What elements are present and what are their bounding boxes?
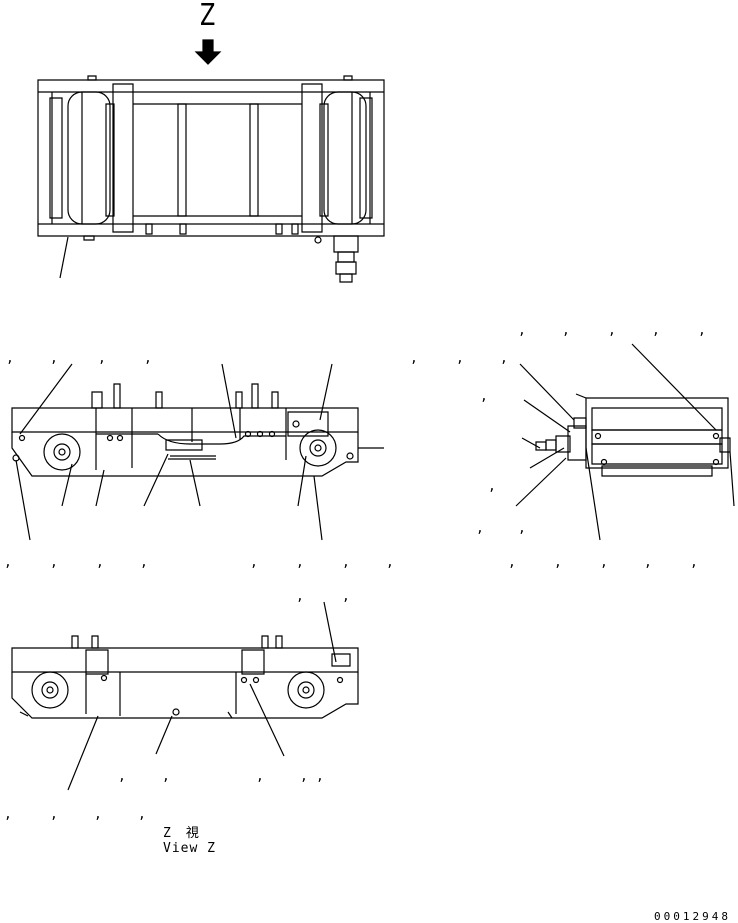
callout-separator: , xyxy=(50,555,58,570)
top-view-assembly xyxy=(38,76,384,282)
callout-separator: , xyxy=(500,351,508,366)
callout-separator: , xyxy=(342,589,350,604)
view-caption-en: View Z xyxy=(163,841,216,856)
callout-separator: , xyxy=(256,769,264,784)
callout-separator: , xyxy=(386,555,394,570)
callout-separator: , xyxy=(518,323,526,338)
callout-separator: , xyxy=(562,323,570,338)
callout-separator: , xyxy=(652,323,660,338)
callout-separator: , xyxy=(554,555,562,570)
callout-separator: , xyxy=(162,769,170,784)
callout-separator: , xyxy=(6,351,14,366)
callout-separator: , xyxy=(480,389,488,404)
callout-separator: , xyxy=(608,323,616,338)
callout-separator: , xyxy=(488,479,496,494)
callout-separator: , xyxy=(94,807,102,822)
callout-separator: , xyxy=(316,769,324,784)
callout-separator: , xyxy=(50,807,58,822)
callout-separator: , xyxy=(144,351,152,366)
callout-separator: , xyxy=(296,555,304,570)
view-z-assembly xyxy=(12,602,358,790)
view-direction-arrow xyxy=(196,40,220,64)
callout-separator: , xyxy=(250,555,258,570)
callout-separator: , xyxy=(644,555,652,570)
callout-separator: , xyxy=(118,769,126,784)
callout-separator: , xyxy=(296,589,304,604)
callout-separator: , xyxy=(138,807,146,822)
callout-separator: , xyxy=(342,555,350,570)
callout-separator: , xyxy=(4,807,12,822)
view-caption: Z 視 View Z xyxy=(163,826,216,856)
callout-separator: , xyxy=(698,323,706,338)
side-view-assembly xyxy=(516,344,734,540)
front-view-assembly xyxy=(12,364,384,540)
callout-separator: , xyxy=(476,521,484,536)
callout-separator: , xyxy=(508,555,516,570)
callout-separator: , xyxy=(96,555,104,570)
document-number: 00012948 xyxy=(654,910,731,923)
callout-separator: , xyxy=(600,555,608,570)
callout-separator: , xyxy=(518,521,526,536)
view-caption-jp: Z 視 xyxy=(163,826,200,841)
view-direction-letter: Z xyxy=(200,0,216,33)
callout-separator: , xyxy=(690,555,698,570)
callout-separator: , xyxy=(300,769,308,784)
callout-separator: , xyxy=(140,555,148,570)
callout-separator: , xyxy=(4,555,12,570)
callout-separator: , xyxy=(456,351,464,366)
callout-separator: , xyxy=(410,351,418,366)
callout-separator: , xyxy=(50,351,58,366)
callout-separator: , xyxy=(98,351,106,366)
